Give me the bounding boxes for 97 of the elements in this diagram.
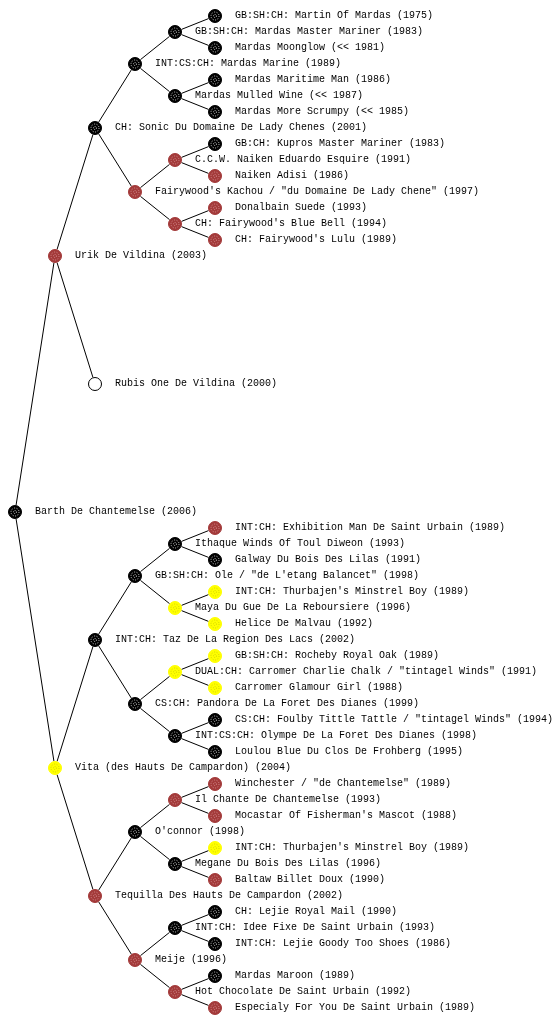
- pedigree-name: GB:SH:CH: Martin Of Mardas (1975): [235, 10, 434, 22]
- pedigree-name: Mardas Mulled Wine (<< 1987): [195, 90, 364, 102]
- connector-line: [98, 837, 132, 891]
- connector-line: [181, 210, 209, 222]
- pedigree-name: GB:SH:CH: Mardas Master Mariner (1983): [195, 26, 424, 38]
- pedigree-name: Naiken Adisi (1986): [235, 170, 350, 182]
- pedigree-name: C.C.W. Naiken Eduardo Esquire (1991): [195, 154, 412, 166]
- connector-line: [139, 675, 171, 701]
- pedigree-name: GB:SH:CH: Ole / "de L'etang Balancet" (1998): [155, 570, 420, 582]
- connector-line: [181, 914, 209, 926]
- connector-line: [139, 803, 171, 829]
- pedigree-name: Il Chante De Chantemelse (1993): [195, 794, 382, 806]
- pedigree-name: INT:CH: Lejie Goody Too Shoes (1986): [235, 938, 452, 950]
- connector-line: [181, 546, 209, 558]
- connector-line: [181, 866, 209, 878]
- pedigree-name: CH: Fairywood's Lulu (1989): [235, 234, 398, 246]
- connector-line: [181, 530, 209, 542]
- pedigree-name: CH: Lejie Royal Mail (1990): [235, 906, 398, 918]
- pedigree-name: Urik De Vildina (2003): [75, 250, 208, 262]
- pedigree-name: INT:CH: Thurbajen's Minstrel Boy (1989): [235, 842, 470, 854]
- connector-line: [139, 195, 171, 221]
- connector-line: [56, 134, 94, 250]
- connector-line: [139, 163, 171, 189]
- connector-line: [181, 674, 209, 686]
- pedigree-name: INT:CS:CH: Mardas Marine (1989): [155, 58, 342, 70]
- pedigree-name: Galway Du Bois Des Lilas (1991): [235, 554, 422, 566]
- connector-line: [181, 594, 209, 606]
- pedigree-name: Loulou Blue Du Clos De Frohberg (1995): [235, 746, 464, 758]
- pedigree-name: CS:CH: Pandora De La Foret Des Dianes (1999): [155, 698, 420, 710]
- pedigree-name: Barth De Chantemelse (2006): [35, 506, 198, 518]
- connector-line: [15, 262, 55, 506]
- pedigree-name: CS:CH: Foulby Tittle Tattle / "tintagel Winds" (1994): [235, 714, 554, 726]
- pedigree-name: Rubis One De Vildina (2000): [115, 378, 278, 390]
- connector-line: [139, 547, 171, 573]
- pedigree-name: Helice De Malvau (1992): [235, 618, 374, 630]
- connector-line: [181, 738, 209, 750]
- connector-line: [98, 581, 132, 635]
- pedigree-name: Carromer Glamour Girl (1988): [235, 682, 404, 694]
- connector-line: [181, 34, 209, 46]
- pedigree-name: INT:CS:CH: Olympe De La Foret Des Dianes (1998): [195, 730, 478, 742]
- connector-line: [15, 518, 55, 762]
- connector-line: [181, 226, 209, 238]
- connector-line: [181, 786, 209, 798]
- connector-line: [181, 82, 209, 94]
- connector-line: [181, 978, 209, 990]
- connector-line: [98, 645, 132, 699]
- connector-line: [56, 262, 94, 378]
- pedigree-name: Megane Du Bois Des Lilas (1996): [195, 858, 382, 870]
- pedigree-name: Especialy For You De Saint Urbain (1989): [235, 1002, 476, 1014]
- connector-line: [139, 835, 171, 861]
- pedigree-name: Mardas More Scrumpy (<< 1985): [235, 106, 410, 118]
- pedigree-name: Winchester / "de Chantemelse" (1989): [235, 778, 452, 790]
- pedigree-name: Meije (1996): [155, 954, 227, 966]
- pedigree-name: INT:CH: Exhibition Man De Saint Urbain (1989): [235, 522, 506, 534]
- pedigree-name: Vita (des Hauts De Campardon) (2004): [75, 762, 292, 774]
- pedigree-name: GB:CH: Kupros Master Mariner (1983): [235, 138, 446, 150]
- pedigree-name: Maya Du Gue De La Reboursiere (1996): [195, 602, 412, 614]
- pedigree-name: GB:SH:CH: Rocheby Royal Oak (1989): [235, 650, 440, 662]
- pedigree-name: INT:CH: Taz De La Region Des Lacs (2002): [115, 634, 356, 646]
- connector-line: [181, 850, 209, 862]
- connector-line: [181, 162, 209, 174]
- pedigree-name: DUAL:CH: Carromer Charlie Chalk / "tintagel Winds" (1991): [195, 666, 538, 678]
- connector-line: [56, 646, 94, 762]
- pedigree-name: CH: Fairywood's Blue Bell (1994): [195, 218, 388, 230]
- pedigree-name: Mardas Moonglow (<< 1981): [235, 42, 386, 54]
- connector-line: [181, 146, 209, 158]
- pedigree-name: Mardas Maritime Man (1986): [235, 74, 392, 86]
- pedigree-name: O'connor (1998): [155, 826, 245, 838]
- connector-line: [181, 722, 209, 734]
- connector-line: [98, 901, 132, 955]
- pedigree-name: Donalbain Suede (1993): [235, 202, 368, 214]
- connector-line: [181, 802, 209, 814]
- pedigree-name: CH: Sonic Du Domaine De Lady Chenes (2001): [115, 122, 368, 134]
- connector-line: [181, 930, 209, 942]
- pedigree-name: Hot Chocolate De Saint Urbain (1992): [195, 986, 412, 998]
- connector-line: [139, 707, 171, 733]
- connector-line: [98, 69, 132, 123]
- pedigree-name: Ithaque Winds Of Toul Diweon (1993): [195, 538, 406, 550]
- connector-line: [181, 18, 209, 30]
- connector-line: [181, 98, 209, 110]
- pedigree-name: INT:CH: Idee Fixe De Saint Urbain (1993): [195, 922, 436, 934]
- connector-line: [181, 994, 209, 1006]
- connector-line: [139, 35, 171, 61]
- connector-line: [181, 610, 209, 622]
- connector-line: [56, 774, 94, 890]
- connector-line: [181, 658, 209, 670]
- pedigree-name: Fairywood's Kachou / "du Domaine De Lady Chene" (1997): [155, 186, 480, 198]
- pedigree-name: Mardas Maroon (1989): [235, 970, 356, 982]
- connector-line: [139, 963, 171, 989]
- pedigree-name: Mocastar Of Fisherman's Mascot (1988): [235, 810, 458, 822]
- pedigree-name: INT:CH: Thurbajen's Minstrel Boy (1989): [235, 586, 470, 598]
- pedigree-name: Baltaw Billet Doux (1990): [235, 874, 386, 886]
- connector-line: [139, 931, 171, 957]
- pedigree-name: Tequilla Des Hauts De Campardon (2002): [115, 890, 344, 902]
- connector-line: [139, 67, 171, 93]
- connector-line: [98, 133, 132, 187]
- connector-line: [139, 579, 171, 605]
